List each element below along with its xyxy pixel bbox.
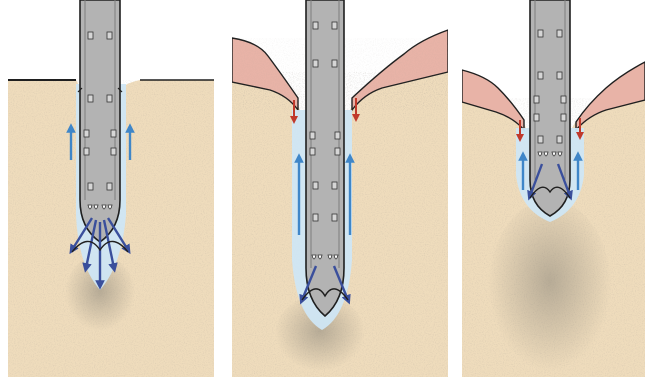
jetting-tool	[78, 0, 122, 242]
disturbed-soil	[488, 200, 612, 377]
panel-gap	[448, 0, 462, 377]
jetting-tool	[306, 0, 344, 316]
panel-1	[8, 0, 214, 377]
panel-gap	[214, 0, 232, 377]
panel-3	[462, 0, 645, 377]
panel-2	[232, 0, 448, 377]
jetting-tool	[530, 0, 570, 216]
